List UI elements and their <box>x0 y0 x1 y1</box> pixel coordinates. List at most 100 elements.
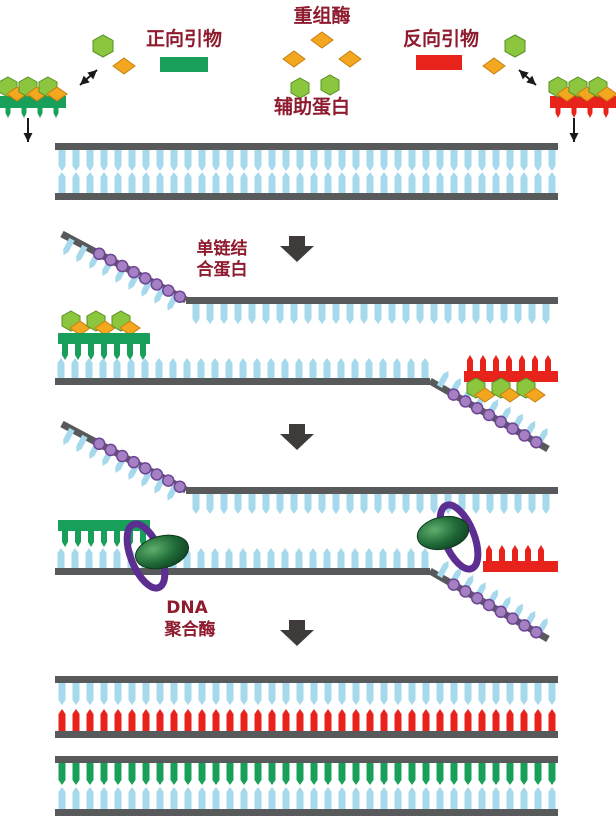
ssb-bead-icon <box>459 395 472 408</box>
helper-protein-label: 辅助蛋白 <box>274 95 350 118</box>
forward-primer-swatch <box>160 57 208 72</box>
horizontal-bases <box>57 548 429 568</box>
primer-bases <box>467 355 551 371</box>
ssb-label-line2: 合蛋白 <box>197 259 248 280</box>
ssb-bead-icon <box>92 247 106 261</box>
ssb-bead-icon <box>115 449 129 463</box>
reverse-primer-swatch <box>416 55 462 70</box>
bottom-strand-backbone <box>55 193 558 200</box>
ssb-bead-icon <box>506 612 519 625</box>
down-arrow-right <box>569 118 579 142</box>
opened-top-strand <box>60 230 558 324</box>
helper-protein-icon <box>320 74 340 96</box>
recombinase-helper-complex-icon <box>61 310 91 336</box>
ssb-bead-icon <box>150 278 164 291</box>
polymerase-extension-step <box>55 420 558 643</box>
recombinase-icon <box>282 50 306 68</box>
top-strand-backbone <box>55 143 558 150</box>
helper-protein-icon <box>290 77 310 99</box>
reverse-primer-annealed <box>464 355 558 403</box>
product-duplex-forward <box>55 756 558 816</box>
primer-bases <box>486 545 544 561</box>
step-arrow-down-icon <box>280 620 314 646</box>
bottom-strand-backbone <box>55 731 558 738</box>
recombinase-icon <box>524 387 546 403</box>
step-arrow-2 <box>280 424 314 450</box>
assembly-double-arrow-right <box>518 69 537 86</box>
helper-protein-icon <box>504 34 526 58</box>
recombinase-helper-complex-icon <box>466 377 496 403</box>
top-strand-backbone <box>55 676 558 683</box>
bottom-strand-horizontal <box>55 568 430 575</box>
ssb-bead-icon <box>173 290 187 303</box>
forward-primer-label: 正向引物 <box>146 27 222 50</box>
bottom-strand-horizontal <box>55 378 430 385</box>
ssb-bead-icon <box>127 455 140 469</box>
diagonal-bases <box>63 237 179 311</box>
polymerase-label-line2: 聚合酶 <box>164 619 216 640</box>
free-proteins-left <box>79 34 136 86</box>
horizontal-bases <box>192 494 550 514</box>
dna-polymerase-left <box>123 520 189 592</box>
bottom-strand-bases <box>58 172 556 193</box>
reverse-primer-bar <box>483 561 558 572</box>
helper-protein-icons <box>290 74 340 99</box>
diagonal-bases <box>63 427 179 501</box>
top-strand-bases <box>58 150 556 171</box>
new-strand-bases <box>58 763 556 785</box>
reverse-primer-bar <box>464 371 558 382</box>
down-arrow-left <box>23 118 33 142</box>
ssb-bead-icon <box>482 598 496 612</box>
recombinase-icon <box>482 57 506 75</box>
polymerase-body-icon <box>416 515 470 551</box>
top-strand-horizontal <box>186 297 558 304</box>
template-dna-duplex <box>55 143 558 200</box>
ssb-bead-icon <box>529 625 543 639</box>
recombinase-helper-complex-icon <box>111 310 141 336</box>
ssb-bead-icon <box>518 619 531 632</box>
ssb-bead-icon <box>494 415 508 429</box>
ssb-bead-icon <box>92 437 106 451</box>
ssb-bead-icon <box>506 422 519 435</box>
new-strand-bases <box>58 709 556 731</box>
recombinase-helper-complex-icon <box>491 377 521 403</box>
recombinase-icon <box>596 86 616 102</box>
ssb-beads-bottom <box>447 578 543 639</box>
ssb-bead-icon <box>482 408 496 422</box>
strand-invasion-step <box>55 230 558 453</box>
recombinase-icon <box>310 31 334 49</box>
helper-protein-icon <box>92 34 114 58</box>
recombinase-helper-complex-icon <box>86 310 116 336</box>
ssb-bead-icon <box>470 591 484 605</box>
reverse-primer-complex <box>548 76 616 142</box>
ssb-bead-icon <box>127 265 140 279</box>
recombinase-icon <box>338 50 362 68</box>
dna-polymerase-right <box>416 501 482 573</box>
recombinase-icon <box>112 57 136 75</box>
step-arrow-3 <box>280 620 314 646</box>
reverse-primer-extending <box>483 545 558 572</box>
legend <box>0 31 616 142</box>
recombinase-label: 重组酶 <box>293 4 350 27</box>
template-bases <box>58 683 556 705</box>
primer-bases <box>62 531 146 547</box>
primer-bases <box>5 108 59 118</box>
ssb-bead-icon <box>162 474 175 487</box>
ssb-beads-top <box>92 247 187 303</box>
ssb-bead-icon <box>529 435 543 449</box>
ssb-bead-icon <box>447 388 460 401</box>
reverse-primer-label: 反向引物 <box>403 27 479 50</box>
primer-bases <box>555 108 609 118</box>
bottom-strand-backbone <box>55 809 558 816</box>
ssb-bead-icon <box>459 585 472 598</box>
recombinase-helper-complex-icon <box>588 76 616 102</box>
ssb-bead-icon <box>518 429 531 442</box>
product-duplex-reverse <box>55 676 558 738</box>
forward-primer-complex <box>0 76 68 142</box>
ssb-beads-top <box>92 437 187 493</box>
ssb-bead-icon <box>447 578 460 591</box>
recombinase-icon <box>119 320 141 336</box>
free-proteins-right <box>482 34 537 86</box>
